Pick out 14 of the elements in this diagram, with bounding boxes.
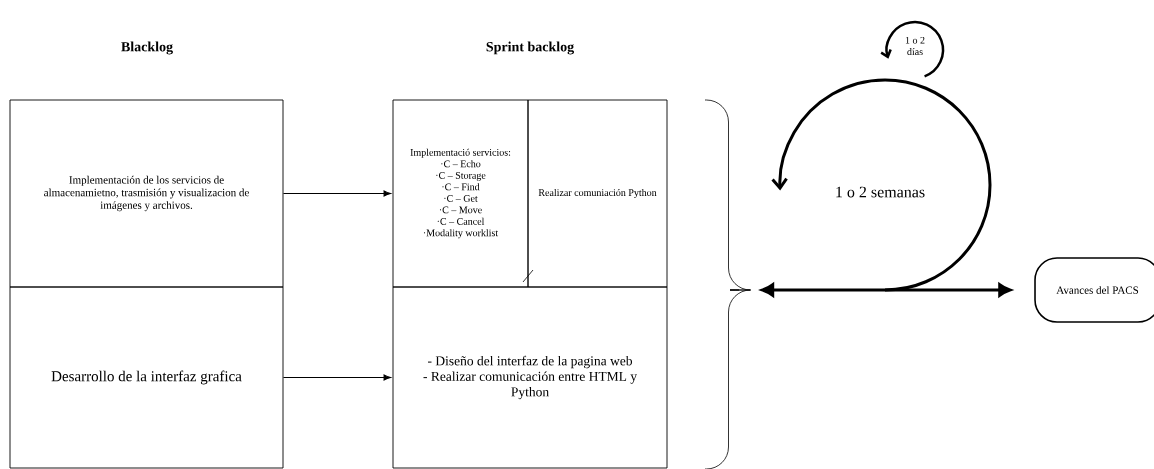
task-box: - Diseño del interfaz de la pagina web - Realizar comunicación entre HTML y Python [392,286,668,469]
duration-label: 1 o 2 semanas [836,186,925,198]
curly-brace [704,99,751,469]
arrow [761,283,1012,297]
column-heading: Blacklog [121,41,173,55]
result-box: Avances del PACS [1034,257,1154,323]
task-box: Realizar comuniación Python [527,99,668,288]
duration-label: 1 o 2 días [905,36,925,56]
task-list-box: Implementació servicios: ·C – Echo ·C – Storage ·C – Find ·C – Get ·C – Move ·C – Cancel ·Modality worklist [392,99,529,288]
task-box: Implementación de los servicios de almacenamietno, trasmisión y visualizacion de imágenes y archivos. [9,99,284,288]
column-heading: Sprint backlog [486,41,574,55]
task-box: Desarrollo de la interfaz grafica [9,286,284,469]
arrow [282,190,392,197]
arrow [282,374,392,381]
